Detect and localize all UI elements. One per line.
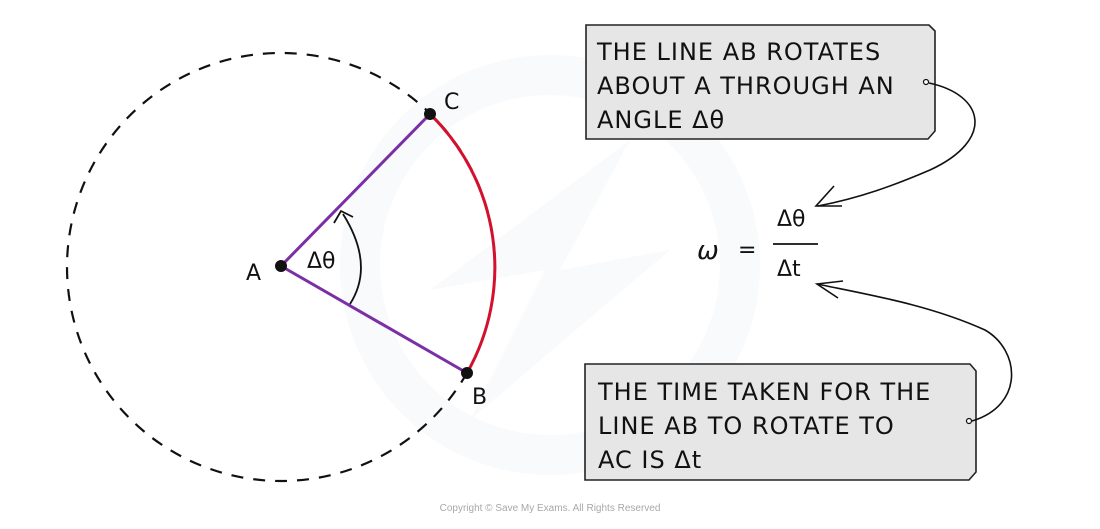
connector-dot [965, 417, 973, 425]
point-C [424, 108, 436, 120]
angle-arrow [342, 213, 362, 305]
callout-time: THE TIME TAKEN FOR THE LINE AB TO ROTATE… [584, 363, 977, 481]
formula-equals: = [738, 238, 756, 263]
formula-omega: ω [697, 236, 719, 266]
label-C: C [444, 90, 459, 115]
arrowhead-icon [814, 185, 842, 207]
callout-line: AC IS Δt [598, 446, 702, 474]
connector-arrow-denominator [816, 283, 1013, 422]
callout-box [584, 363, 977, 481]
arrowhead-icon [814, 280, 844, 299]
angle-arrowhead-icon [333, 209, 354, 224]
callout-line: ABOUT A THROUGH AN [597, 72, 895, 100]
copyright-notice: Copyright © Save My Exams. All Rights Re… [439, 503, 661, 514]
point-A [275, 260, 287, 272]
connector-dot [922, 78, 930, 86]
callout-line: THE TIME TAKEN FOR THE [597, 378, 931, 406]
formula-denominator: Δt [777, 257, 801, 282]
connector-arrow-numerator [817, 82, 976, 207]
callout-box [585, 24, 936, 140]
callout-line: THE LINE AB ROTATES [596, 38, 881, 66]
formula-numerator: Δθ [777, 207, 806, 232]
watermark-logo [340, 55, 760, 475]
line-AC [279, 112, 432, 268]
angle-label: Δθ [307, 249, 336, 274]
callout-line: LINE AB TO ROTATE TO [598, 412, 895, 440]
callout-line: ANGLE Δθ [597, 106, 725, 134]
point-B [461, 367, 473, 379]
line-AB [280, 264, 468, 375]
arc-CB [428, 112, 497, 374]
label-A: A [246, 261, 261, 286]
callout-angle: THE LINE AB ROTATES ABOUT A THROUGH AN A… [585, 24, 936, 140]
label-B: B [472, 385, 487, 410]
